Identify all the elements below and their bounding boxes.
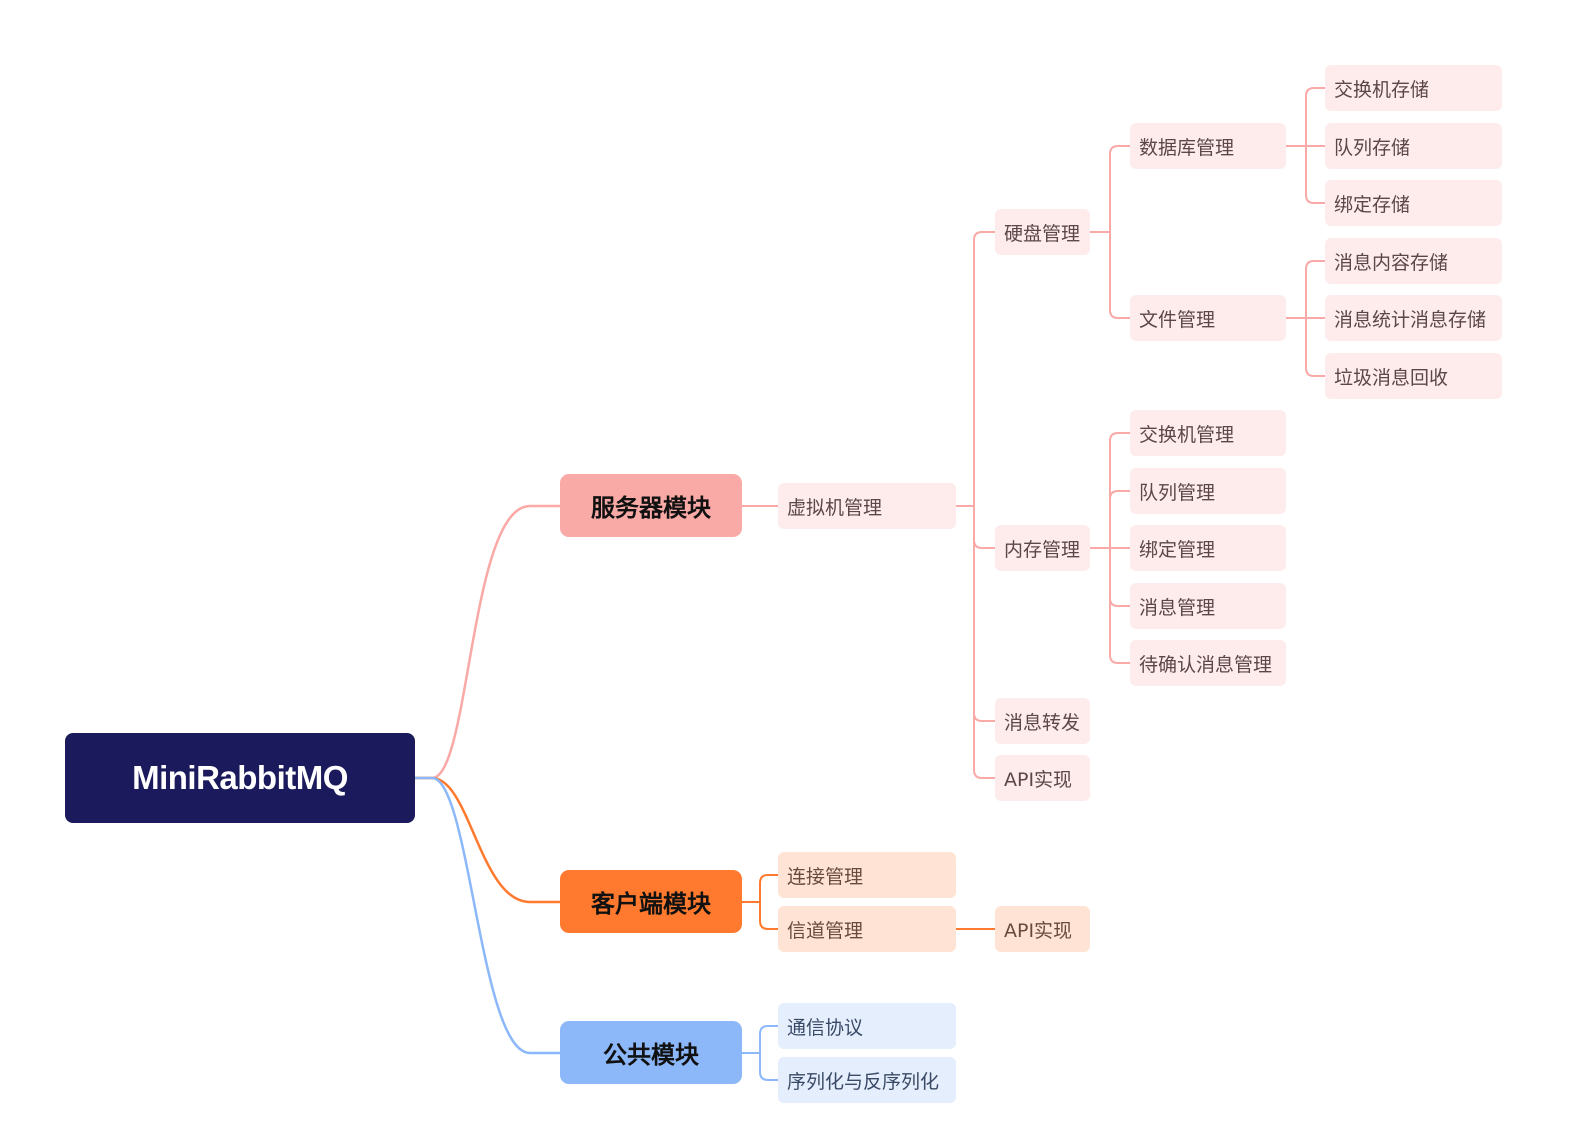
connector-line-11: [1109, 231, 1131, 319]
serialization-node[interactable]: 序列化与反序列化: [778, 1057, 956, 1103]
connection-node[interactable]: 连接管理: [778, 852, 956, 898]
connector-line-15: [1305, 145, 1326, 204]
exchange-mgmt-node[interactable]: 交换机管理: [1130, 410, 1286, 456]
connector-line-31: [759, 1025, 779, 1054]
connector-line-24: [1109, 547, 1131, 607]
connector-line-21: [1109, 432, 1131, 549]
unacked-mgmt-node[interactable]: 待确认消息管理: [1130, 640, 1286, 686]
connector-line-25: [1109, 547, 1131, 664]
connector-line-1: [413, 776, 562, 904]
connector-line-28: [759, 901, 779, 930]
garbage-collection-node[interactable]: 垃圾消息回收: [1325, 353, 1502, 399]
protocol-node[interactable]: 通信协议: [778, 1003, 956, 1049]
server-api-node[interactable]: API实现: [995, 755, 1090, 801]
message-content-storage-node[interactable]: 消息内容存储: [1325, 238, 1502, 284]
forwarding-node[interactable]: 消息转发: [995, 698, 1090, 744]
server-module-node[interactable]: 服务器模块: [560, 474, 742, 537]
connector-line-19: [1305, 317, 1326, 377]
root-node[interactable]: MiniRabbitMQ: [65, 733, 415, 823]
queue-storage-node[interactable]: 队列存储: [1325, 123, 1502, 169]
client-module-node[interactable]: 客户端模块: [560, 870, 742, 933]
vhost-node[interactable]: 虚拟机管理: [778, 483, 956, 529]
memory-node[interactable]: 内存管理: [995, 525, 1090, 571]
client-api-node[interactable]: API实现: [995, 906, 1090, 952]
connector-line-2: [413, 776, 562, 1055]
exchange-storage-node[interactable]: 交换机存储: [1325, 65, 1502, 111]
queue-mgmt-node[interactable]: 队列管理: [1130, 468, 1286, 514]
connector-line-0: [413, 504, 562, 780]
channel-node[interactable]: 信道管理: [778, 906, 956, 952]
connector-line-8: [973, 505, 996, 779]
connector-line-5: [973, 231, 996, 507]
disk-node[interactable]: 硬盘管理: [995, 209, 1090, 255]
connector-line-6: [973, 505, 996, 549]
binding-storage-node[interactable]: 绑定存储: [1325, 180, 1502, 226]
connector-line-32: [759, 1052, 779, 1081]
common-module-node[interactable]: 公共模块: [560, 1021, 742, 1084]
connector-line-10: [1109, 145, 1131, 233]
file-node[interactable]: 文件管理: [1130, 295, 1286, 341]
database-node[interactable]: 数据库管理: [1130, 123, 1286, 169]
message-mgmt-node[interactable]: 消息管理: [1130, 583, 1286, 629]
message-stats-storage-node[interactable]: 消息统计消息存储: [1325, 295, 1502, 341]
connector-line-27: [759, 874, 779, 903]
connector-line-13: [1305, 87, 1326, 147]
connector-line-17: [1305, 260, 1326, 319]
binding-mgmt-node[interactable]: 绑定管理: [1130, 525, 1286, 571]
connector-line-7: [973, 505, 996, 722]
connector-line-22: [1109, 490, 1131, 549]
